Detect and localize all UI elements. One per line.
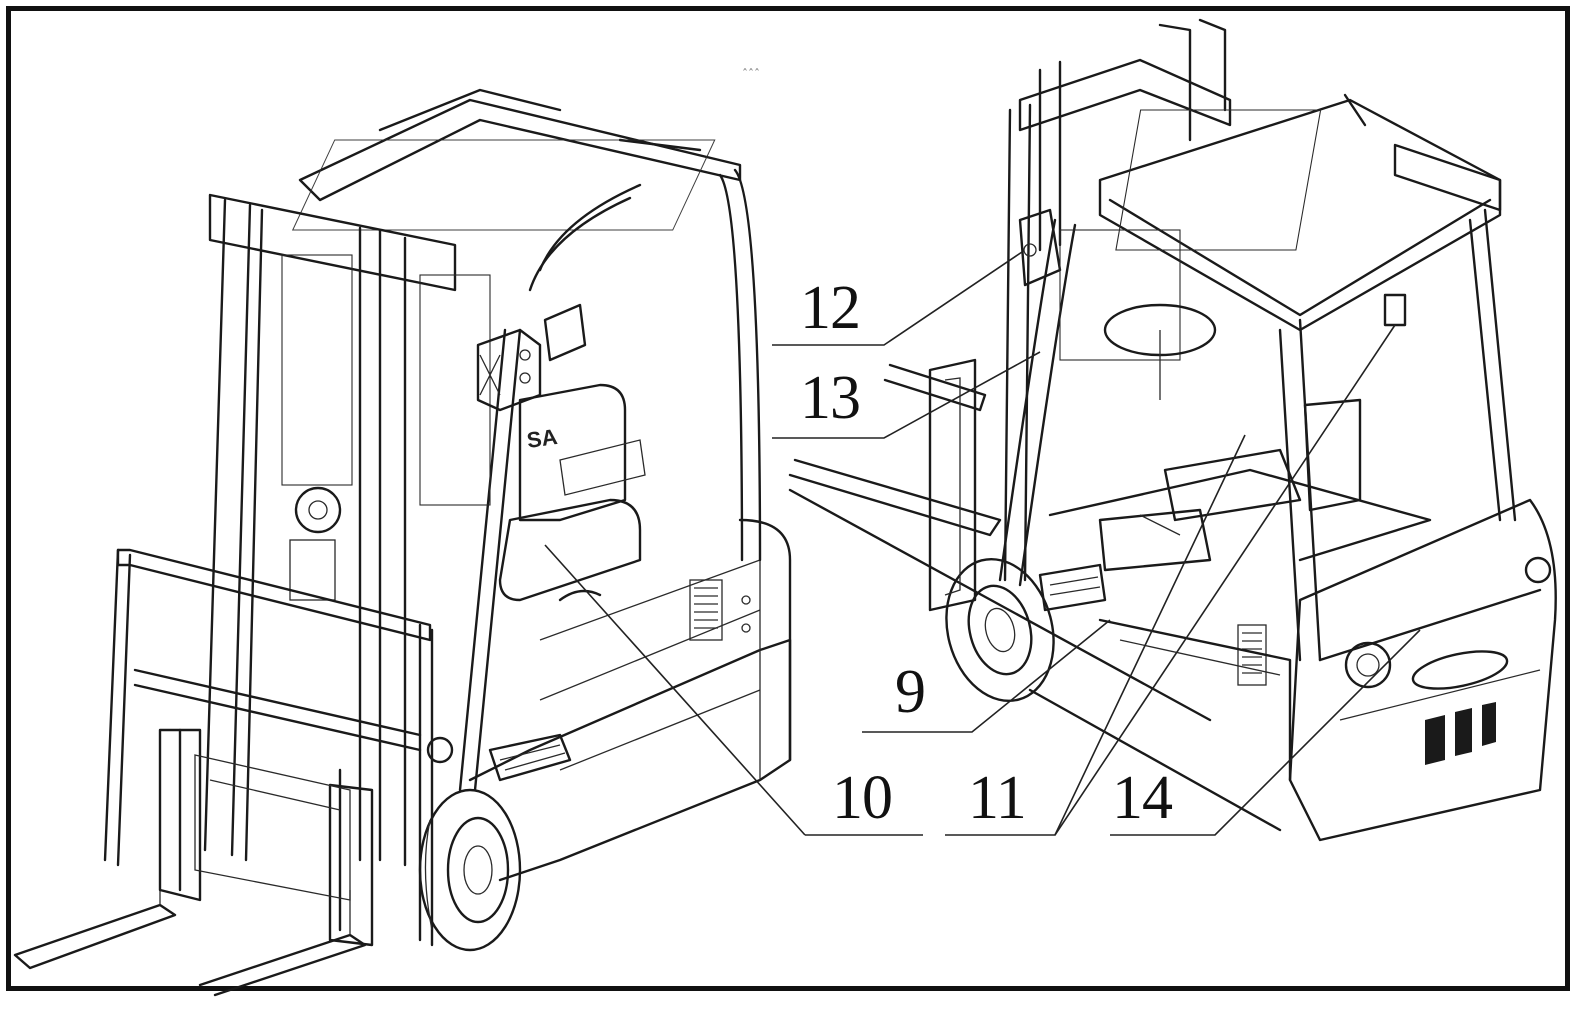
callout-9: 9 <box>895 658 925 726</box>
top-mark: ˆˆˆ <box>742 67 760 81</box>
callout-11: 11 <box>968 764 1026 832</box>
callout-10: 10 <box>832 764 892 832</box>
callout-14: 14 <box>1112 764 1173 832</box>
callout-12: 12 <box>800 274 860 342</box>
leader-lines <box>544 251 1421 836</box>
callout-13: 13 <box>800 364 860 432</box>
forklift-front-view: SA <box>13 88 792 997</box>
forklift-rear-view <box>788 18 1557 842</box>
svg-text:SA: SA <box>525 424 559 453</box>
callout-labels: 12 13 9 10 11 14 ˆˆˆ <box>742 67 1174 832</box>
